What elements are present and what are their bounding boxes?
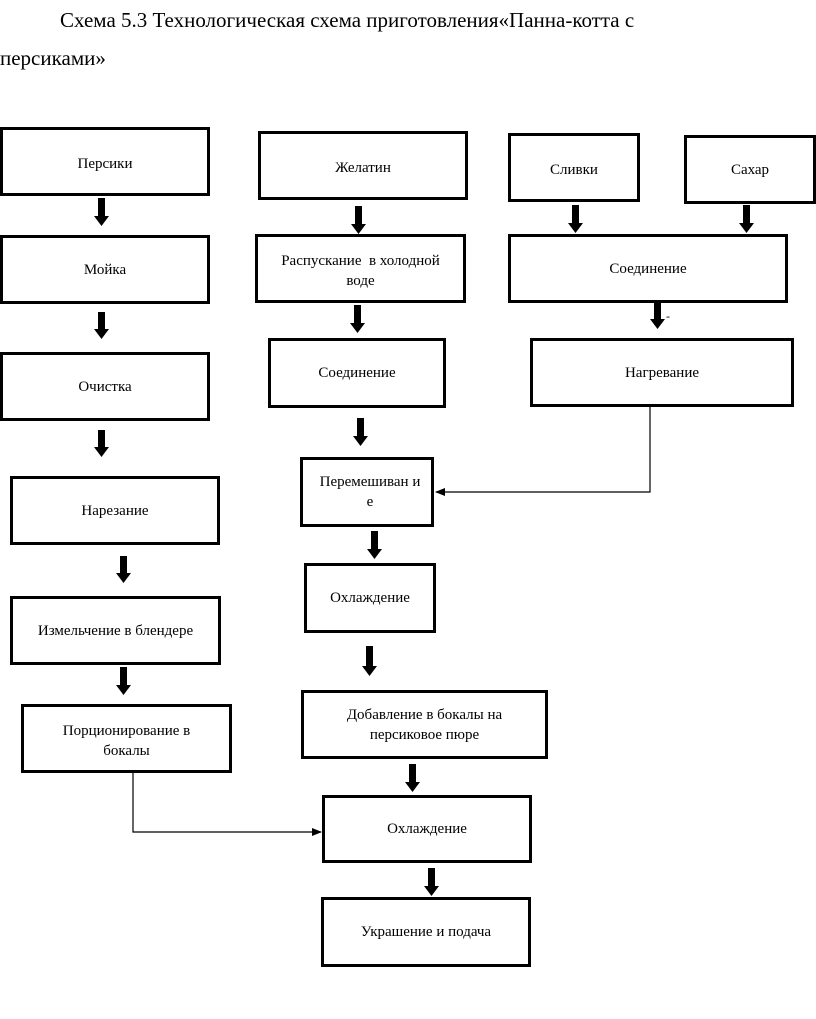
node-raspuskanie: Распускание в холодной воде xyxy=(255,234,466,303)
arrow-zhelatin-raspuskanie xyxy=(351,206,366,234)
node-dobavlenie: Добавление в бокалы на персиковое пюре xyxy=(301,690,548,759)
node-porcionirovanie-label: Порционирование в бокалы xyxy=(62,723,191,759)
node-peremeshivanie-label: Перемешиван ие xyxy=(319,474,421,510)
node-soedinenie-1: Соединение xyxy=(268,338,446,408)
line-porcionirovanie-ohlazhdenie xyxy=(132,773,322,836)
node-raspuskanie-label: Распускание в холодной воде xyxy=(281,253,444,289)
node-peremeshivanie: Перемешиван ие xyxy=(300,457,434,527)
node-ohlazhdenie-2: Охлаждение xyxy=(322,795,532,863)
arrow-soedinenie-nagrevanie xyxy=(650,302,665,329)
node-ochistka-label: Очистка xyxy=(78,378,132,395)
node-slivki-label: Сливки xyxy=(550,162,598,178)
node-dobavlenie-label: Добавление в бокалы на персиковое пюре xyxy=(346,706,503,743)
arrow-peremeshivanie-ohlazhdenie xyxy=(367,531,382,559)
node-nagrevanie-label: Нагревание xyxy=(624,364,700,381)
arrow-dobavlenie-ohlazhdenie xyxy=(405,764,420,792)
node-narezanie: Нарезание xyxy=(10,476,220,545)
stray-dash: - xyxy=(666,309,670,323)
arrow-ohlazhdenie-dobavlenie xyxy=(362,646,377,676)
node-ohlazhdenie-2-label: Охлаждение xyxy=(387,821,467,837)
node-zhelatin-label: Желатин xyxy=(335,160,391,176)
node-ochistka: Очистка xyxy=(0,352,210,421)
node-ukrashenie: Украшение и подача xyxy=(321,897,531,967)
node-narezanie-label: Нарезание xyxy=(81,502,149,519)
arrow-moika-ochistka xyxy=(94,312,109,339)
node-soedinenie-2-label: Соединение xyxy=(609,260,687,277)
node-nagrevanie: Нагревание xyxy=(530,338,794,407)
arrow-ochistka-narezanie xyxy=(94,430,109,457)
node-ohlazhdenie-1-label: Охлаждение xyxy=(330,590,410,606)
arrow-ohlazhdenie-ukrashenie xyxy=(424,868,439,896)
node-izmelchenie-label: Измельчение в блендере xyxy=(37,622,194,639)
arrow-soedinenie-peremeshivanie xyxy=(353,418,368,446)
node-soedinenie-2: Соединение xyxy=(508,234,788,303)
node-moika-label: Мойка xyxy=(83,261,127,278)
node-slivki: Сливки xyxy=(508,133,640,202)
node-persiki-label: Персики xyxy=(77,156,133,172)
node-persiki: Персики xyxy=(0,127,210,196)
node-izmelchenie: Измельчение в блендере xyxy=(10,596,221,665)
node-sahar: Сахар xyxy=(684,135,816,204)
node-soedinenie-1-label: Соединение xyxy=(318,365,396,381)
node-zhelatin: Желатин xyxy=(258,131,468,200)
node-ukrashenie-label: Украшение и подача xyxy=(360,924,492,940)
node-sahar-label: Сахар xyxy=(730,161,770,178)
arrow-persiki-moika xyxy=(94,198,109,226)
arrow-raspuskanie-soedinenie xyxy=(350,305,365,333)
arrow-narezanie-izmelchenie xyxy=(116,556,131,583)
line-nagrevanie-peremeshivanie xyxy=(435,406,651,496)
node-porcionirovanie: Порционирование в бокалы xyxy=(21,704,232,773)
arrow-sahar-soedinenie xyxy=(739,205,754,233)
arrow-slivki-soedinenie xyxy=(568,205,583,233)
diagram-title-line-2: персиками» xyxy=(0,46,106,70)
diagram-title-line-1: Схема 5.3 Технологическая схема приготов… xyxy=(60,8,635,32)
node-ohlazhdenie-1: Охлаждение xyxy=(304,563,436,633)
node-moika: Мойка xyxy=(0,235,210,304)
arrow-izmelchenie-porcionirovanie xyxy=(116,667,131,695)
